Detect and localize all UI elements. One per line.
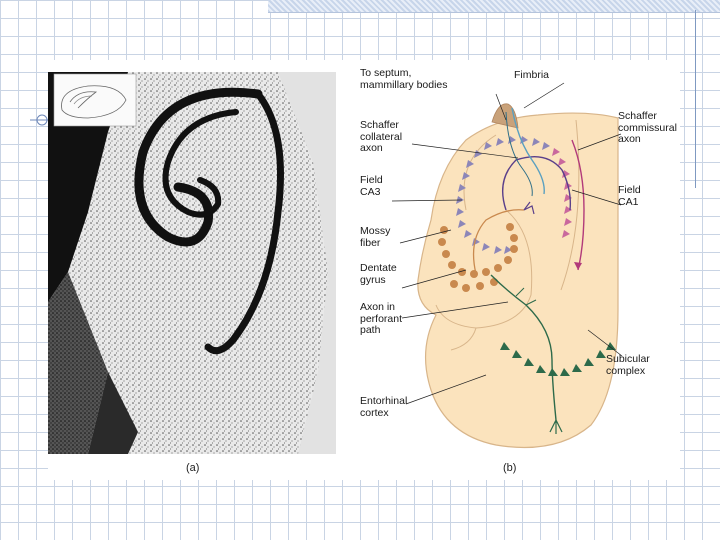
caption-panel-b: (b) [503, 462, 516, 474]
label-subicular-complex: Subicular complex [606, 354, 650, 377]
slide-side-rule [695, 10, 696, 188]
hippocampal-tissue [418, 113, 618, 447]
hippocampus-diagram: To septum, mammillary bodies Fimbria Sch… [356, 60, 680, 466]
slide-header-bar [268, 0, 720, 13]
label-field-ca1: Field CA1 [618, 185, 641, 208]
slide-content: To septum, mammillary bodies Fimbria Sch… [48, 60, 680, 480]
crosshair-icon [30, 112, 50, 128]
label-schaffer-collateral: Schaffer collateral axon [360, 120, 402, 155]
label-perforant-path: Axon in perforant path [360, 302, 402, 337]
label-to-septum: To septum, mammillary bodies [360, 68, 448, 91]
label-schaffer-commissural: Schaffer commissural axon [618, 111, 677, 146]
label-field-ca3: Field CA3 [360, 175, 383, 198]
label-entorhinal-cortex: Entorhinal cortex [360, 396, 407, 419]
histology-image [48, 72, 336, 454]
label-fimbria: Fimbria [514, 70, 549, 82]
label-dentate-gyrus: Dentate gyrus [360, 263, 397, 286]
caption-panel-a: (a) [186, 462, 199, 474]
label-mossy-fiber: Mossy fiber [360, 226, 390, 249]
